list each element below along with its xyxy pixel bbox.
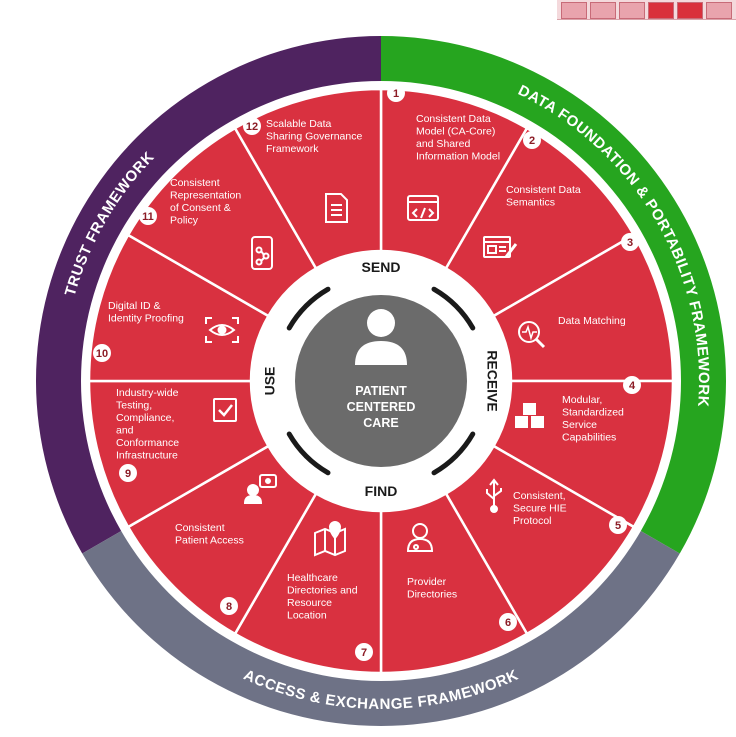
segment-number-badge: 6 [499, 613, 517, 631]
segment-number: 8 [226, 601, 232, 613]
segment-number: 2 [529, 135, 535, 147]
segment-number-badge: 4 [623, 376, 641, 394]
cubes-icon [515, 403, 544, 428]
outer-ring [36, 36, 726, 726]
thumbnail-cell [590, 2, 616, 19]
thumbnail-cell [677, 2, 703, 19]
map-pin-icon [314, 521, 346, 557]
document-icon [325, 193, 348, 223]
user-chat-icon [243, 474, 277, 504]
center-label-line1: PATIENT [355, 384, 407, 398]
segment-label: Data Matching [558, 315, 626, 327]
use-label: USE [262, 367, 278, 396]
access-exchange-band [82, 531, 680, 726]
segment-number-badge: 1 [387, 84, 405, 102]
checkbox-icon [213, 398, 237, 422]
send-label: SEND [362, 259, 401, 275]
segment-number: 5 [615, 520, 621, 532]
doctor-icon [406, 523, 434, 552]
segment-number: 3 [627, 237, 633, 249]
receive-label: RECEIVE [484, 350, 500, 411]
segment-number: 10 [96, 348, 108, 360]
segment-number: 12 [246, 121, 258, 133]
person-icon [355, 309, 407, 365]
segment-number: 6 [505, 617, 511, 629]
eye-scan-icon [205, 317, 239, 343]
segment-number-badge: 9 [119, 464, 137, 482]
center-label-line3: CARE [363, 416, 398, 430]
thumbnail-cell [706, 2, 732, 19]
segment-number-badge: 12 [243, 117, 261, 135]
segment-10: 10 Digital ID &Identity Proofing [87, 233, 271, 383]
edit-form-icon [483, 236, 518, 258]
segment-number-badge: 7 [355, 643, 373, 661]
code-window-icon [407, 195, 439, 221]
segment-number: 4 [629, 380, 636, 392]
find-label: FIND [365, 483, 398, 499]
segment-number-badge: 11 [139, 207, 157, 225]
phone-share-icon [251, 236, 273, 270]
action-arc [431, 286, 476, 331]
segment-number-badge: 8 [220, 597, 238, 615]
thumbnail-cell [619, 2, 645, 19]
segment-number-badge: 10 [93, 344, 111, 362]
center-label-line2: CENTERED [347, 400, 416, 414]
action-arc [431, 431, 476, 476]
trust-framework-band [36, 36, 382, 554]
segment-number: 11 [142, 211, 154, 223]
segment-number-badge: 5 [609, 516, 627, 534]
thumbnail-cell [561, 2, 587, 19]
magnifier-pulse-icon [518, 321, 546, 349]
segment-number: 7 [361, 647, 367, 659]
segment-number-badge: 3 [621, 233, 639, 251]
thumbnail-strip [557, 0, 736, 20]
thumbnail-cell [648, 2, 674, 19]
action-arc [286, 431, 331, 476]
action-arc [286, 286, 331, 331]
segment-label: Digital ID &Identity Proofing [108, 300, 184, 325]
data-foundation-band [381, 36, 726, 554]
patient-centered-care-hub [295, 295, 467, 467]
segment-number: 1 [393, 88, 399, 100]
action-arcs [286, 286, 476, 476]
usb-icon [486, 478, 502, 513]
segment-number: 9 [125, 468, 131, 480]
segment-number-badge: 2 [523, 131, 541, 149]
